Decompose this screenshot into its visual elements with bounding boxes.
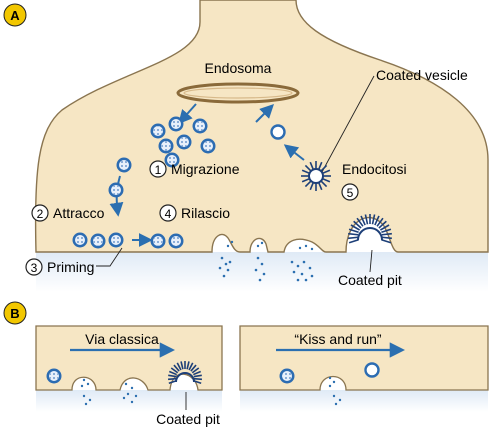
migrazione-label: Migrazione <box>171 161 240 177</box>
kiss-and-run-released-vesicle <box>364 362 380 378</box>
synaptic-vesicle-13 <box>150 233 166 249</box>
priming-leader-line <box>96 247 123 267</box>
via-classica-panel: Via classica Coated pit <box>35 325 223 427</box>
arrow-to-endosome <box>255 104 274 123</box>
synaptic-vesicle-11 <box>90 233 106 249</box>
uncoated-vesicle <box>270 124 286 140</box>
kiss-and-run-vesicle <box>279 368 295 384</box>
coated-pit <box>348 214 392 244</box>
coated-vesicle <box>301 161 331 191</box>
coated-pit-spiky <box>348 214 392 244</box>
coated-pit-leader-line <box>369 249 373 273</box>
coated-vesicle-label: Coated vesicle <box>376 67 468 83</box>
pit-internal-dots <box>226 240 314 251</box>
panel-b: B Via classica Coated pit “Kiss and run” <box>3 301 489 427</box>
synaptic-vesicle-7 <box>164 152 180 168</box>
endosome-label: Endosoma <box>205 60 272 76</box>
coated-pit-label: Coated pit <box>338 272 402 288</box>
presynaptic-terminal <box>34 0 489 253</box>
synaptic-vesicle-3 <box>192 118 208 134</box>
synaptic-vesicle-6 <box>200 138 216 154</box>
panel-b-badge-label: B <box>10 306 19 321</box>
coated-vesicle-leader-line <box>321 75 375 173</box>
kiss-and-run-panel: “Kiss and run” <box>239 325 489 412</box>
svg-text:2: 2 <box>37 207 44 221</box>
step-badge-4: 4 <box>159 204 177 222</box>
vesicle-cluster <box>72 116 216 249</box>
priming-label: Priming <box>47 259 94 275</box>
synaptic-vesicle-4 <box>158 138 174 154</box>
arrow-uncoating <box>283 144 305 161</box>
attracco-label: Attracco <box>53 205 105 221</box>
panel-b-badge: B <box>3 301 27 325</box>
step-badge-1: 1 <box>149 160 167 178</box>
step-badge-5: 5 <box>341 183 359 201</box>
via-classica-title: Via classica <box>85 331 159 347</box>
panel-a-badge: A <box>3 3 27 27</box>
synaptic-vesicle-8 <box>116 157 132 173</box>
endocitosi-label: Endocitosi <box>342 161 407 177</box>
svg-text:5: 5 <box>347 186 354 200</box>
coated-vesicle-spiky <box>301 161 331 191</box>
endosome <box>176 82 300 104</box>
synaptic-vesicle-14 <box>168 233 184 249</box>
endosome-inner <box>183 87 293 99</box>
arrow-endosome-to-vesicles <box>178 103 197 125</box>
kiss-and-run-dots <box>328 376 342 406</box>
panel-a: A Endosoma Coated vesicle <box>3 0 489 292</box>
synaptic-cleft <box>36 252 488 292</box>
via-classica-vesicle <box>46 368 62 384</box>
via-classica-coated-pit-spiky <box>167 361 203 385</box>
via-classica-coated-pit-label: Coated pit <box>156 411 220 427</box>
synaptic-vesicle-1 <box>150 123 166 139</box>
synaptic-vesicle-12 <box>108 232 124 248</box>
synaptic-vesicle-2 <box>168 116 184 132</box>
synaptic-vesicle-5 <box>176 134 192 150</box>
synaptic-vesicle-9 <box>108 182 124 198</box>
svg-text:3: 3 <box>31 261 38 275</box>
released-transmitter <box>218 256 314 282</box>
panel-a-badge-label: A <box>10 8 20 23</box>
synaptic-vesicle-10 <box>72 232 88 248</box>
svg-text:1: 1 <box>155 163 162 177</box>
step-badge-2: 2 <box>31 204 49 222</box>
kiss-and-run-title: “Kiss and run” <box>294 331 381 347</box>
step-badge-3: 3 <box>25 258 43 276</box>
rilascio-label: Rilascio <box>181 205 230 221</box>
svg-text:4: 4 <box>165 207 172 221</box>
via-classica-dots <box>80 378 138 406</box>
